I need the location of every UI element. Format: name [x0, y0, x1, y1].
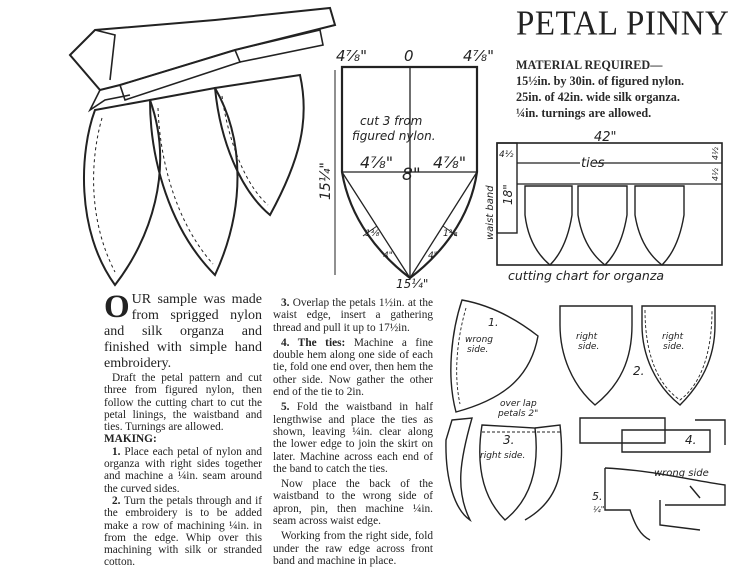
material-line: 15½in. by 30in. of figured nylon. — [516, 74, 685, 88]
finishing-paragraph: Working from the right side, fold under … — [273, 530, 433, 567]
material-line: 25in. of 42in. wide silk organza. — [516, 90, 680, 104]
pattern-top-right: 4⅞" — [463, 47, 494, 65]
pattern-curve-right: 1⅜ — [443, 229, 458, 239]
pattern-mid-center: 8" — [402, 165, 421, 185]
step5-number: 5. — [592, 490, 603, 503]
diagram-labels: 4⅞" 0 4⅞" cut 3 from figured nylon. 4⅞" … — [318, 47, 720, 514]
step-text: Turn the petals through and if the embro… — [104, 494, 262, 569]
chart-width: 42" — [594, 130, 617, 145]
step2-label-a-2: side. — [578, 342, 599, 352]
step-text: Place each petal of nylon and organza wi… — [104, 445, 262, 495]
step2-label-b-1: right — [662, 332, 684, 342]
article-column-2: 3. Overlap the petals 1½in. at the waist… — [273, 297, 433, 567]
step1-number: 1. — [488, 316, 499, 329]
step1-label-2: side. — [467, 345, 488, 355]
step3-number: 3. — [503, 433, 514, 447]
chart-ties: ties — [581, 156, 605, 171]
step-text: Fold the waistband in half lengthwise an… — [273, 401, 433, 475]
intro-text: UR sample was made from sprigged nylon a… — [104, 292, 262, 371]
step-text: Overlap the petals 1½in. at the waist ed… — [273, 297, 433, 334]
making-heading: MAKING: — [104, 433, 157, 446]
step4-number: 4. — [685, 433, 696, 447]
page-title: PETAL PINNY — [516, 5, 730, 43]
step-number: 3. — [281, 297, 290, 309]
pattern-top-center: 0 — [404, 47, 414, 65]
chart-tie-width-2: 4½ — [711, 168, 720, 181]
step2-number: 2. — [633, 364, 644, 378]
chart-tie-width-1: 4½ — [711, 147, 720, 160]
cutting-chart — [496, 142, 723, 266]
pattern-height: 15¼" — [318, 162, 334, 200]
step-2: 2. Turn the petals through and if the em… — [104, 495, 262, 569]
pattern-curve-left: 1⅜ — [365, 229, 380, 239]
material-heading: MATERIAL REQUIRED— — [516, 58, 663, 72]
pattern-note-1: cut 3 from — [360, 114, 422, 128]
step-1: 1. Place each petal of nylon and organza… — [104, 446, 262, 495]
step-number: 4. The ties: — [281, 336, 346, 349]
pattern-bottom: 15¼" — [396, 277, 428, 291]
step2-label-b-2: side. — [663, 342, 684, 352]
pattern-mid-left: 4⅞" — [360, 153, 393, 172]
petal-pattern — [334, 65, 479, 280]
step-number: 2. — [112, 494, 121, 507]
drafting-paragraph: Draft the petal pattern and cut three fr… — [104, 372, 262, 434]
step3-label: right side. — [480, 451, 525, 461]
chart-band-width: 4½ — [499, 150, 514, 160]
step-3: 3. Overlap the petals 1½in. at the waist… — [273, 297, 433, 334]
step2-label-a-1: right — [576, 332, 598, 342]
step5-measure: ¼" — [593, 505, 604, 514]
step-text: Machine a fine double hem along one side… — [273, 336, 433, 399]
pattern-top-left: 4⅞" — [336, 47, 367, 65]
step-4: 4. The ties: Machine a fine double hem a… — [273, 337, 433, 398]
material-line: ¼in. turnings are allowed. — [516, 106, 652, 120]
material-required: MATERIAL REQUIRED— 15½in. by 30in. of fi… — [516, 57, 684, 121]
pattern-diag-right: 4" — [428, 251, 438, 261]
illustrations: 4⅞" 0 4⅞" cut 3 from figured nylon. 4⅞" … — [68, 6, 726, 541]
chart-band-length: 18" — [501, 184, 515, 205]
step-number: 1. — [112, 445, 121, 458]
chart-band-label: waist band — [485, 185, 496, 240]
overlap-label-1: over lap — [500, 399, 537, 409]
step-5: 5. Fold the waistband in half lengthwise… — [273, 401, 433, 475]
step-number: 5. — [281, 401, 290, 414]
wrong-side-label: wrong side — [654, 468, 709, 479]
pattern-note-2: figured nylon. — [352, 129, 436, 143]
pattern-diag-left: 4" — [383, 251, 393, 261]
chart-caption: cutting chart for organza — [508, 268, 664, 283]
drop-cap: O — [104, 289, 130, 325]
making-diagrams — [445, 299, 726, 541]
pattern-mid-right: 4⅞" — [433, 153, 466, 172]
step1-label-1: wrong — [465, 335, 493, 345]
overlap-label-2: petals 2" — [497, 409, 538, 419]
apron-illustration — [68, 6, 337, 287]
waistband-paragraph: Now place the back of the waistband to t… — [273, 478, 433, 528]
